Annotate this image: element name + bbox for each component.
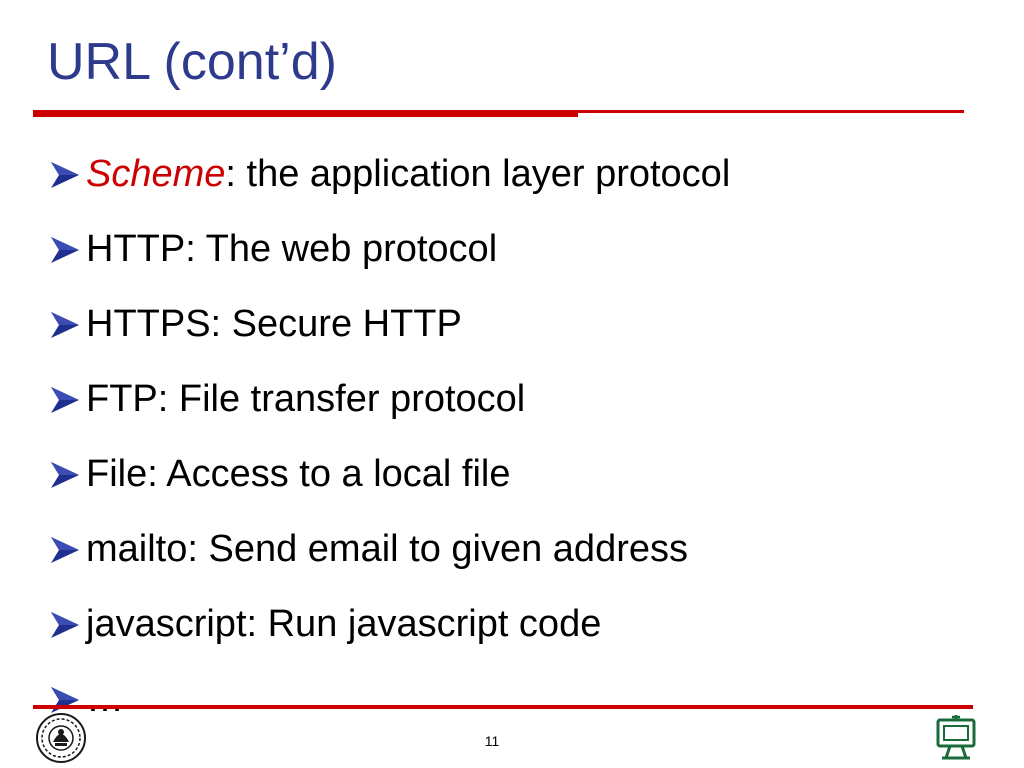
- bullet-item: HTTP: The web protocol: [48, 212, 730, 287]
- page-number: 11: [484, 733, 500, 749]
- bullet-text: : the application layer protocol: [225, 153, 731, 195]
- arrowhead-bullet-icon: [51, 386, 79, 413]
- arrowhead-bullet-icon: [51, 311, 79, 338]
- bullet-item: mailto: Send email to given address: [48, 512, 730, 587]
- arrowhead-bullet-icon: [51, 611, 79, 638]
- arrowhead-bullet-icon: [51, 461, 79, 488]
- bullet-item: HTTPS: Secure HTTP: [48, 287, 730, 362]
- bullet-item: javascript: Run javascript code: [48, 587, 730, 662]
- bullet-text: File: Access to a local file: [86, 453, 511, 495]
- bullet-text: FTP: File transfer protocol: [86, 378, 526, 420]
- bullet-list: Scheme: the application layer protocol H…: [48, 137, 730, 737]
- arrowhead-bullet-icon: [51, 161, 79, 188]
- title-divider-thin: [578, 110, 964, 113]
- university-seal-logo: [36, 713, 86, 763]
- computer-department-logo: [936, 715, 976, 760]
- bullet-item: …: [48, 662, 730, 737]
- bullet-text: mailto: Send email to given address: [86, 528, 688, 570]
- slide-title: URL (cont’d): [47, 33, 337, 91]
- arrowhead-bullet-icon: [51, 236, 79, 263]
- title-divider-thick: [33, 110, 578, 117]
- bullet-item: Scheme: the application layer protocol: [48, 137, 730, 212]
- bullet-term: Scheme: [86, 153, 226, 195]
- bullet-item: File: Access to a local file: [48, 437, 730, 512]
- bullet-text: HTTP: The web protocol: [86, 228, 498, 270]
- arrowhead-bullet-icon: [51, 536, 79, 563]
- bullet-text: HTTPS: Secure HTTP: [86, 303, 462, 345]
- bullet-text: javascript: Run javascript code: [86, 603, 602, 645]
- bullet-item: FTP: File transfer protocol: [48, 362, 730, 437]
- bullet-text: …: [86, 678, 124, 720]
- footer-divider: [33, 705, 973, 709]
